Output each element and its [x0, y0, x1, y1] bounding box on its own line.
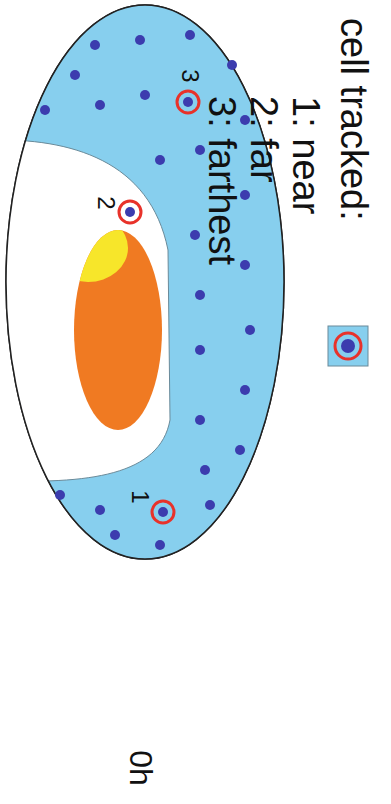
legend-item: 1: near	[284, 96, 326, 214]
callout-number: 3	[177, 69, 203, 82]
legend-item: 2: far	[242, 96, 284, 183]
legend-text: cell tracked:	[332, 18, 374, 221]
cell-dots	[40, 30, 255, 550]
tracked-cells	[119, 91, 199, 523]
time-label: 0h	[122, 750, 157, 786]
notch	[0, 140, 170, 481]
yellow-cap	[48, 214, 128, 282]
callout-number: 1	[127, 490, 153, 503]
callout-number: 2	[93, 196, 119, 209]
legend-item: 3: farthest	[200, 96, 242, 265]
legend-swatch	[328, 326, 368, 366]
